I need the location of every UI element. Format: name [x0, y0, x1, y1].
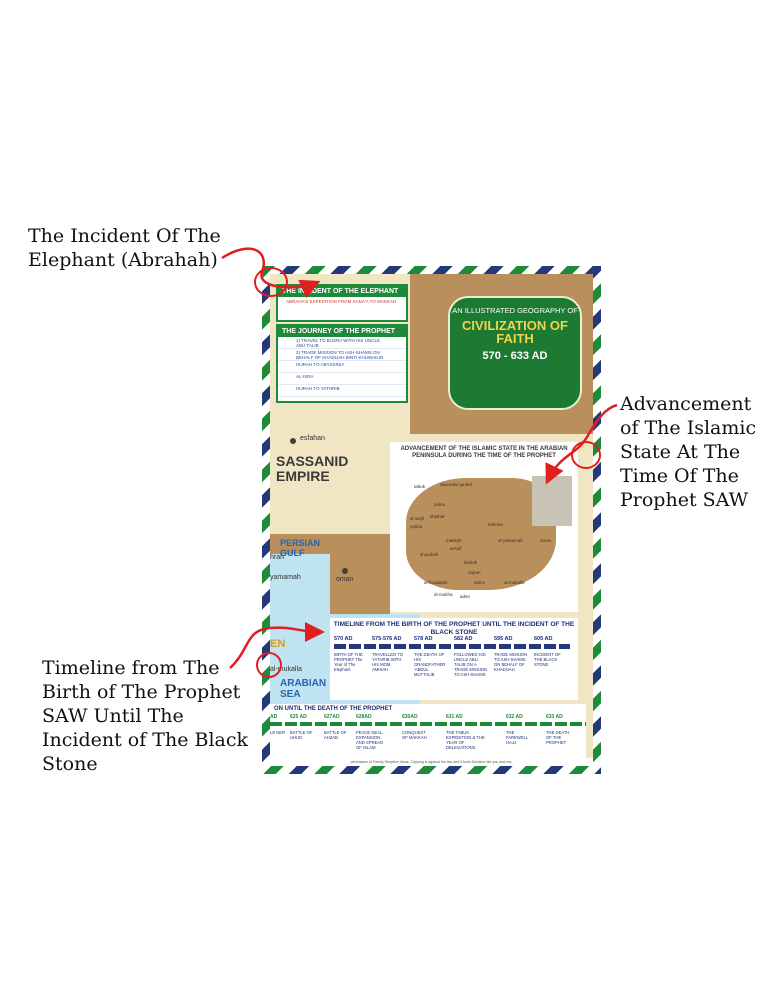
- timeline2-heading: ON UNTIL THE DEATH OF THE PROPHET: [274, 706, 393, 712]
- timeline2-year: 633 AD: [546, 714, 563, 720]
- place-esfahan: esfahan: [300, 435, 325, 442]
- timeline2-year: AD: [270, 714, 278, 720]
- timeline1-event: FOLLOWED HIS UNCLE ABU TALIB ON A TRADE …: [454, 652, 488, 677]
- town-label: al-yamamah: [498, 538, 523, 543]
- circle-elephant: [254, 267, 288, 297]
- timeline2-event: THE TABUK EXPEDITION & THE YEAR OF DELEG…: [446, 730, 485, 750]
- timeline1-event: INCIDENT OF THE BLACK STONE: [534, 652, 561, 667]
- city-dot: [290, 438, 296, 444]
- title-big: CIVILIZATION OF FAITH: [462, 318, 568, 346]
- timeline2-bar: [270, 722, 586, 726]
- timeline1-year: 595 AD: [494, 636, 513, 642]
- town-label: san'a: [474, 580, 485, 585]
- poster: AN ILLUSTRATED GEOGRAPHY OF CIVILIZATION…: [262, 266, 601, 774]
- timeline1-year: 582 AD: [454, 636, 473, 642]
- poster-footer: permission of Family Storybox Ideas. Cop…: [270, 758, 593, 766]
- arrow-timeline: [229, 621, 325, 669]
- journey-row: HIJRAH TO ABYSSINIA: [278, 361, 406, 373]
- title-plate: AN ILLUSTRATED GEOGRAPHY OF CIVILIZATION…: [448, 296, 582, 410]
- timeline2-year: 632 AD: [506, 714, 523, 720]
- town-label: al-wajh: [410, 516, 425, 521]
- arrow-advancement: [545, 403, 618, 485]
- timeline1-event: THE DEATH OF HIS GRANDFATHER 'ABDUL MUTT…: [414, 652, 446, 677]
- arabian-peninsula-shape: [406, 478, 556, 590]
- town-label: khaibar: [430, 514, 445, 519]
- circle-advancement: [571, 441, 601, 469]
- timeline2-event: BATTLE OF AHZAB: [324, 730, 347, 740]
- town-label: at-taif: [450, 546, 462, 551]
- city-dot: [342, 568, 348, 574]
- timeline2-year: 631 AD: [446, 714, 463, 720]
- arrow-elephant: [221, 247, 321, 299]
- advancement-map: ADVANCEMENT OF THE ISLAMIC STATE IN THE …: [390, 442, 578, 612]
- timeline1-event: TRAVELLED TO YATHRIB WITH HIS MOM, AMINA…: [372, 652, 403, 672]
- town-label: tabuk: [414, 484, 426, 489]
- town-label: makkah: [446, 538, 462, 543]
- timeline1-year: 575-576 AD: [372, 636, 402, 642]
- elephant-box-heading: THE INCIDENT OF THE ELEPHANT: [278, 286, 406, 297]
- timeline1-year: 578 AD: [414, 636, 433, 642]
- timeline-until-death: ON UNTIL THE DEATH OF THE PROPHET AD 625…: [270, 704, 586, 760]
- timeline-birth-to-black-stone: TIMELINE FROM THE BIRTH OF THE PROPHET U…: [330, 618, 578, 700]
- timeline2-event: LE NER: [270, 730, 286, 735]
- place-mukalla: al-mukalla: [270, 666, 302, 673]
- journey-row: AL-ISRA: [278, 373, 406, 385]
- timeline2-year: 630AD: [402, 714, 418, 720]
- town-label: daumatul jandal: [440, 482, 472, 487]
- timeline2-event: THE DEATH OF THE PROPHET: [546, 730, 570, 745]
- timeline1-bar: [334, 644, 570, 649]
- place-sassanid: SASSANID EMPIRE: [276, 453, 349, 484]
- timeline2-year: 625 AD: [290, 714, 307, 720]
- town-label: al-mukalla: [504, 580, 525, 585]
- place-arabian-sea: ARABIAN SEA: [280, 678, 327, 700]
- timeline2-year: 628AD: [356, 714, 372, 720]
- callout-advancement: Advancement of The Islamic State At The …: [620, 393, 757, 511]
- town-label: bahrain: [488, 522, 504, 527]
- place-yemen: EN: [270, 638, 286, 650]
- timeline1-event: TRADE MISSION TO ASH-SHAMS ON BEHALF OF …: [494, 652, 528, 672]
- town-label: al-mukha: [434, 592, 453, 597]
- title-small: AN ILLUSTRATED GEOGRAPHY OF: [452, 306, 578, 315]
- town-label: al-hudaidah: [424, 580, 448, 585]
- place-oman: oman: [336, 576, 354, 583]
- place-persian-gulf: PERSIAN GULF: [280, 538, 321, 558]
- town-label: aden: [460, 594, 471, 599]
- timeline2-event: BATTLE OF UHUD: [290, 730, 313, 740]
- place-yamamah: yamamah: [270, 574, 301, 581]
- timeline2-event: CONQUEST OF MAKKAH: [402, 730, 427, 740]
- timeline2-event: THE FAREWELL HAJJ: [506, 730, 529, 745]
- town-label: oman: [540, 538, 552, 543]
- town-label: najran: [468, 570, 481, 575]
- callout-elephant: The Incident Of The Elephant (Abrahah): [28, 225, 221, 271]
- town-label: shuaibah: [420, 552, 439, 557]
- circle-timeline: [256, 652, 282, 678]
- poster-map: AN ILLUSTRATED GEOGRAPHY OF CIVILIZATION…: [270, 274, 593, 766]
- town-label: bishah: [464, 560, 478, 565]
- timeline1-heading: TIMELINE FROM THE BIRTH OF THE PROPHET U…: [333, 621, 575, 636]
- journey-row: 1) TRAVEL TO BUSRA WITH HIS UNCLE ABU TA…: [278, 337, 406, 349]
- journey-row: HIJRAH TO YATHRIB: [278, 385, 406, 397]
- timeline2-event: PEACE DEAL, EXPANSION AND SPREAD OF ISLA…: [356, 730, 384, 750]
- callout-timeline: Timeline from The Birth of The Prophet S…: [42, 657, 249, 775]
- journey-box: THE JOURNEY OF THE PROPHET 1) TRAVEL TO …: [276, 324, 408, 403]
- town-label: yanbu: [410, 524, 423, 529]
- journey-row: 2) TRADE MISSION TO ASH-SHAMS ON BEHALF …: [278, 349, 406, 361]
- journey-box-heading: THE JOURNEY OF THE PROPHET: [278, 326, 406, 337]
- timeline1-year: 605 AD: [534, 636, 553, 642]
- elephant-box-line: ABRAHA'S EXPEDITION FROM SANA'A TO MAKKA…: [286, 299, 397, 304]
- advancement-map-heading: ADVANCEMENT OF THE ISLAMIC STATE IN THE …: [400, 446, 568, 459]
- elephant-box: THE INCIDENT OF THE ELEPHANT ABRAHA'S EX…: [276, 284, 408, 322]
- town-label: taima: [434, 502, 446, 507]
- timeline2-year: 627AD: [324, 714, 340, 720]
- title-years: 570 - 633 AD: [482, 350, 548, 362]
- timeline1-event: BIRTH OF THE PROPHET The Year of The Ele…: [334, 652, 363, 672]
- place-hira: hrah: [270, 554, 285, 561]
- timeline1-year: 570 AD: [334, 636, 353, 642]
